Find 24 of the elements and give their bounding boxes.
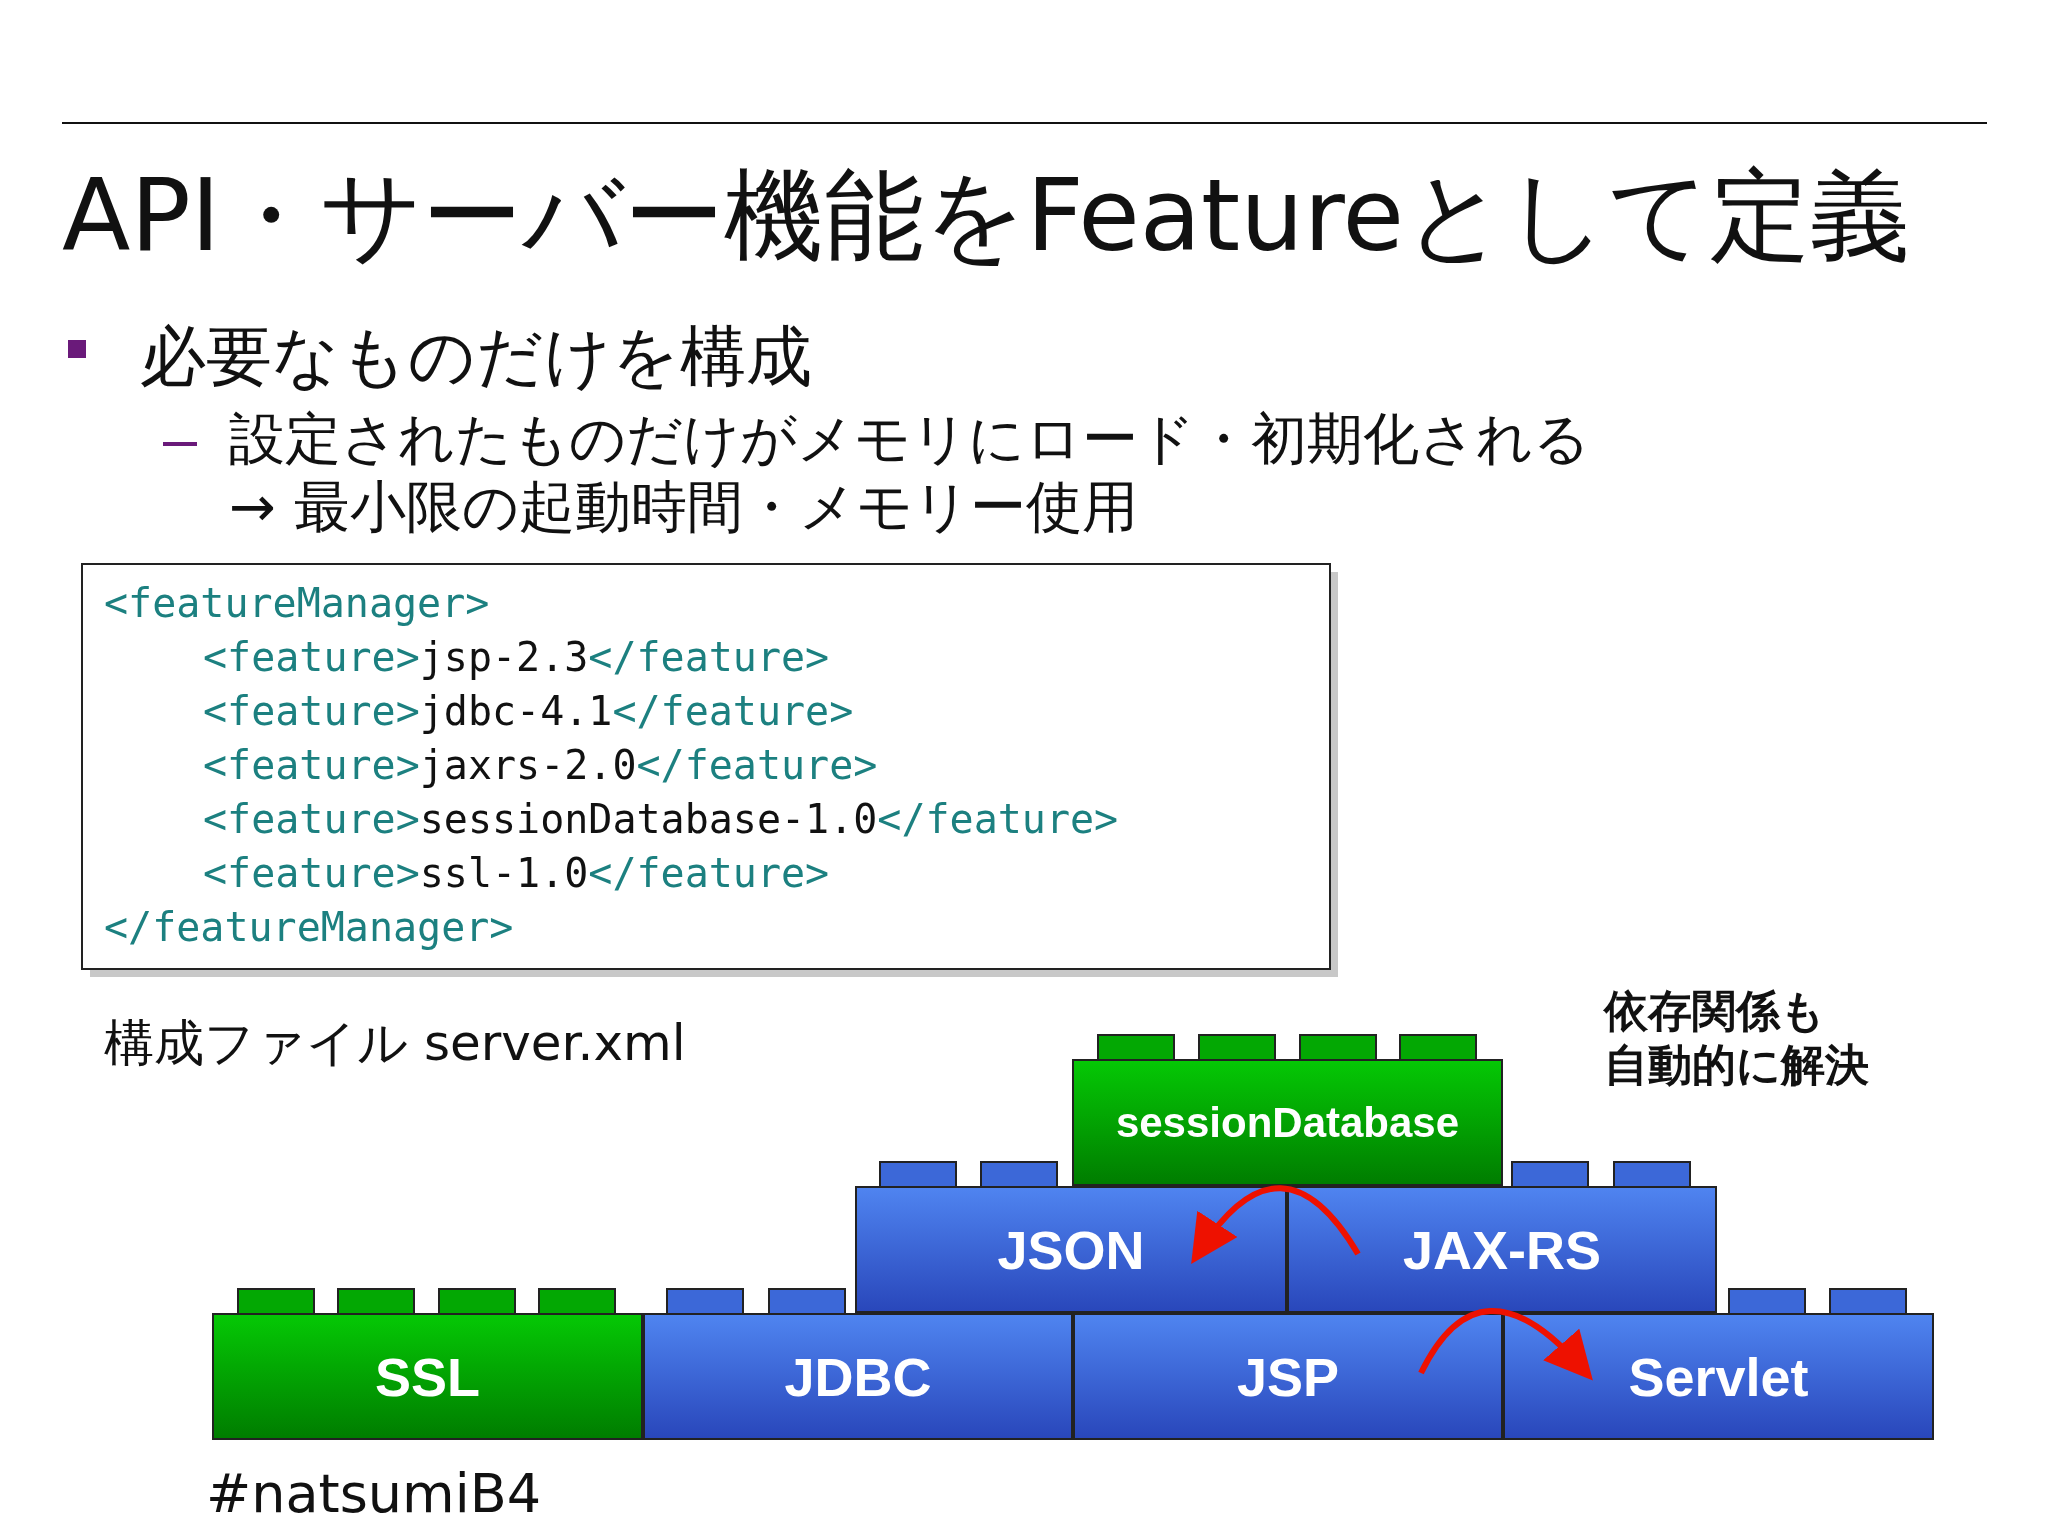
code-line: <feature>jsp-2.3</feature> (203, 634, 830, 680)
code-line: <feature>sessionDatabase-1.0</feature> (203, 796, 1119, 842)
code-line: </featureManager> (104, 904, 514, 950)
brick-block: Servlet (1503, 1313, 1934, 1440)
code-line: <feature>jaxrs-2.0</feature> (203, 742, 878, 788)
sub-bullet-text: 設定されたものだけがメモリにロード・初期化される (229, 405, 1590, 473)
code-line: <featureManager> (104, 580, 490, 626)
curved-arrow (1190, 1185, 1361, 1264)
code-line: <feature>jdbc-4.1</feature> (203, 688, 854, 734)
brick-block: JSP (1073, 1313, 1503, 1440)
code-line: <feature>ssl-1.0</feature> (203, 850, 830, 896)
curved-arrow (1418, 1308, 1594, 1381)
hashtag-text: #natsumiB4 (206, 1462, 542, 1525)
brick-block: JAX-RS (1287, 1186, 1717, 1313)
sub-bullet-text: → 最小限の起動時間・メモリー使用 (229, 473, 1138, 541)
brick-block: JSON (855, 1186, 1287, 1313)
note-text: 依存関係も (1604, 984, 1825, 1038)
title: API・サーバー機能をFeatureとして定義 (62, 156, 1911, 276)
brick-block: sessionDatabase (1072, 1059, 1503, 1186)
brick-block: SSL (212, 1313, 643, 1440)
note-text: 自動的に解決 (1604, 1038, 1869, 1092)
bullet-text: 必要なものだけを構成 (140, 317, 812, 397)
brick-block: JDBC (643, 1313, 1073, 1440)
caption-text: 構成ファイル server.xml (104, 1013, 686, 1074)
